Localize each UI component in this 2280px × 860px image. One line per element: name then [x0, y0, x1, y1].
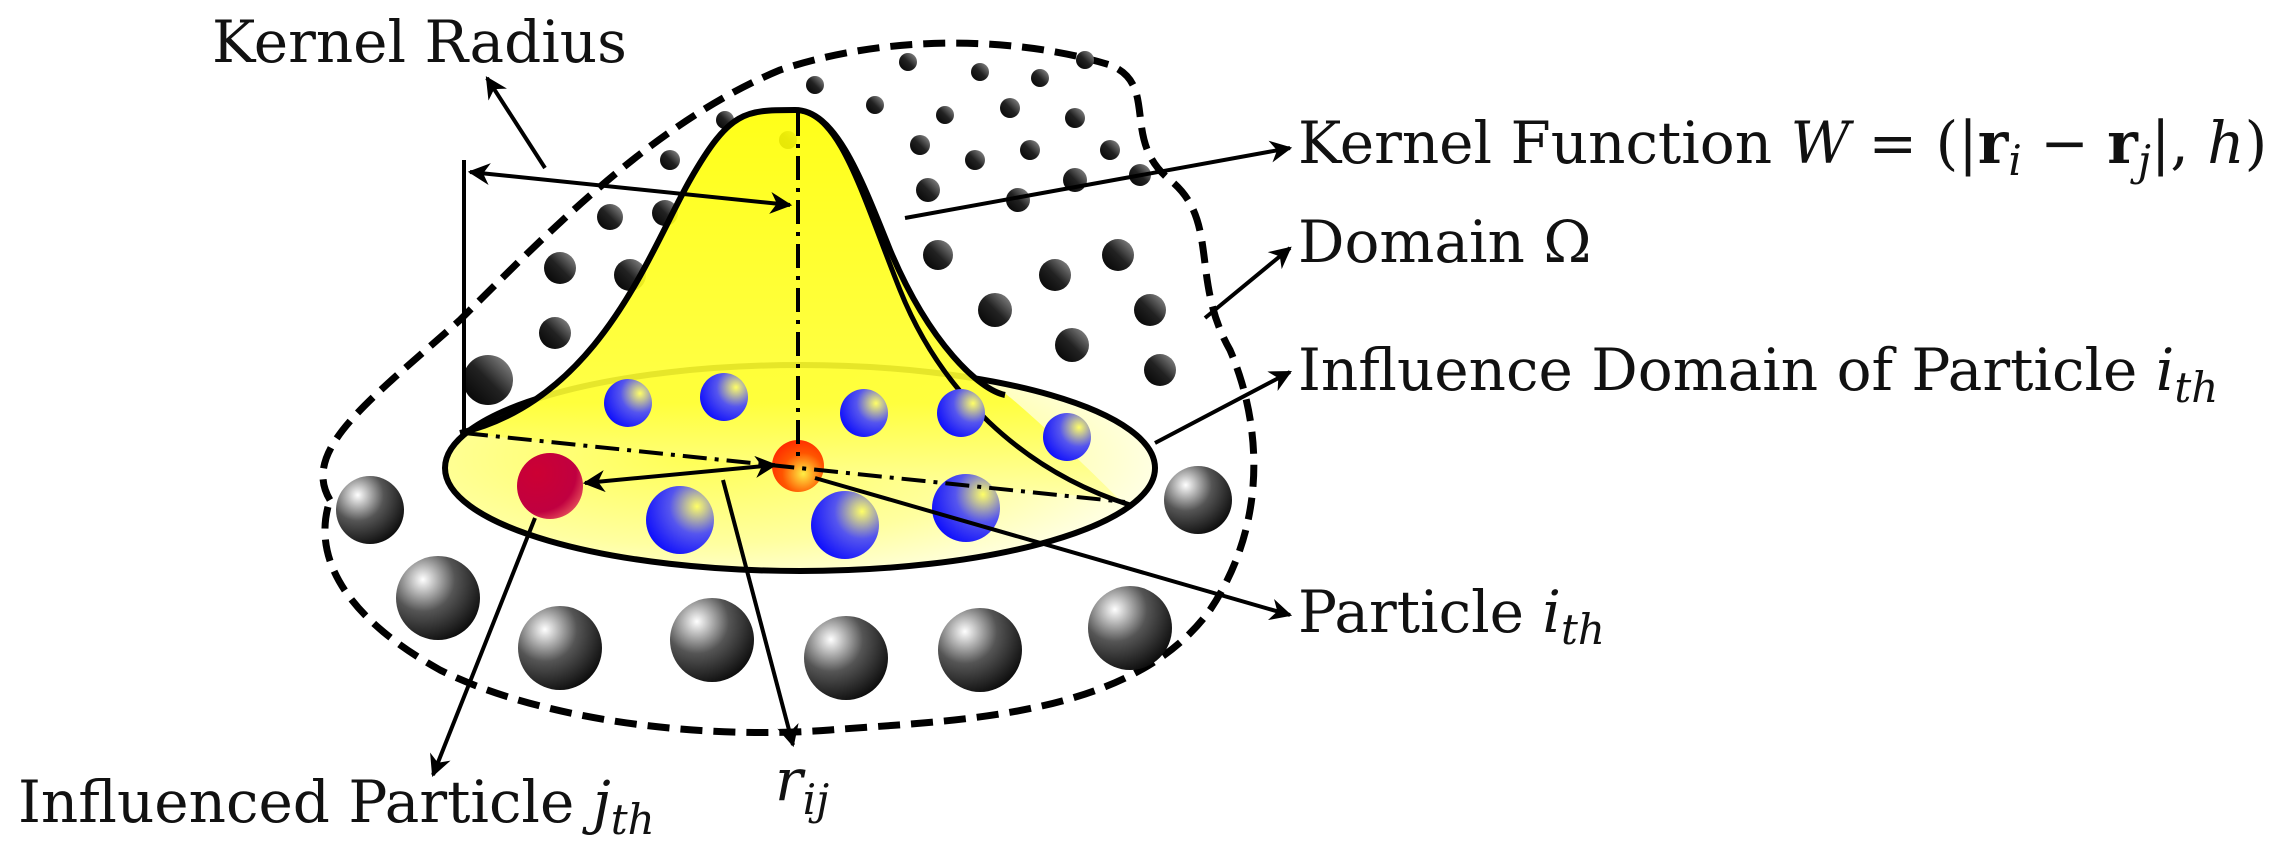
domain-particles-lower [336, 466, 1232, 700]
leader-kernel-function [904, 140, 1293, 220]
axis-dashdot [463, 431, 1126, 504]
leader-rij [721, 479, 799, 748]
leader-domain [1203, 246, 1292, 320]
label-particle-i: Particle ith [1298, 578, 1605, 654]
kernel-curve-back [794, 107, 1131, 508]
neighbor-particles [604, 373, 1091, 559]
leader-influence-domain [1154, 370, 1292, 445]
label-kernel-radius: Kernel Radius [212, 8, 627, 76]
leader-kernel-radius [485, 76, 547, 170]
rij-arrow [582, 455, 778, 493]
label-rij: rij [775, 746, 829, 824]
domain-particles-upper [463, 51, 1176, 405]
label-influence-domain: Influence Domain of Particle ith [1298, 336, 2218, 412]
leader-particle-i [814, 476, 1293, 621]
label-kernel-function: Kernel Function W = (|ri − rj|, h) [1298, 109, 2267, 185]
label-domain: Domain Ω [1298, 208, 1591, 276]
particle-i [772, 440, 824, 492]
radius-arrow [467, 163, 793, 214]
influenced-particle-j [517, 453, 583, 519]
label-influenced-particle: Influenced Particle jth [18, 768, 655, 844]
kernel-curve [459, 106, 1006, 436]
leader-influenced-particle [430, 517, 537, 778]
